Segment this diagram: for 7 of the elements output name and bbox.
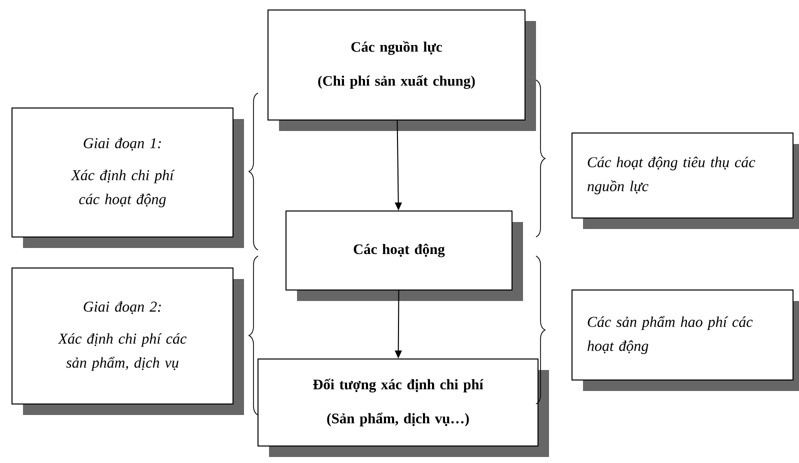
- note-box: Các hoạt động tiêu thụ các nguồn lực: [572, 132, 799, 229]
- stage-box: Giai đoạn 1: Xác định chi phí các hoạt động: [12, 108, 244, 248]
- process-box: Các nguồn lực (Chi phí sản xuất chung): [268, 10, 536, 131]
- process-box: Các hoạt động: [286, 210, 523, 301]
- note-box: Các sản phẩm hao phí các hoạt động: [572, 290, 799, 391]
- stage-box: Giai đoạn 2: Xác định chi phí các sản phẩm, dịch vụ: [12, 268, 244, 415]
- process-box: Đối tượng xác định chi phí (Sản phẩm, dịch vụ…): [258, 358, 549, 457]
